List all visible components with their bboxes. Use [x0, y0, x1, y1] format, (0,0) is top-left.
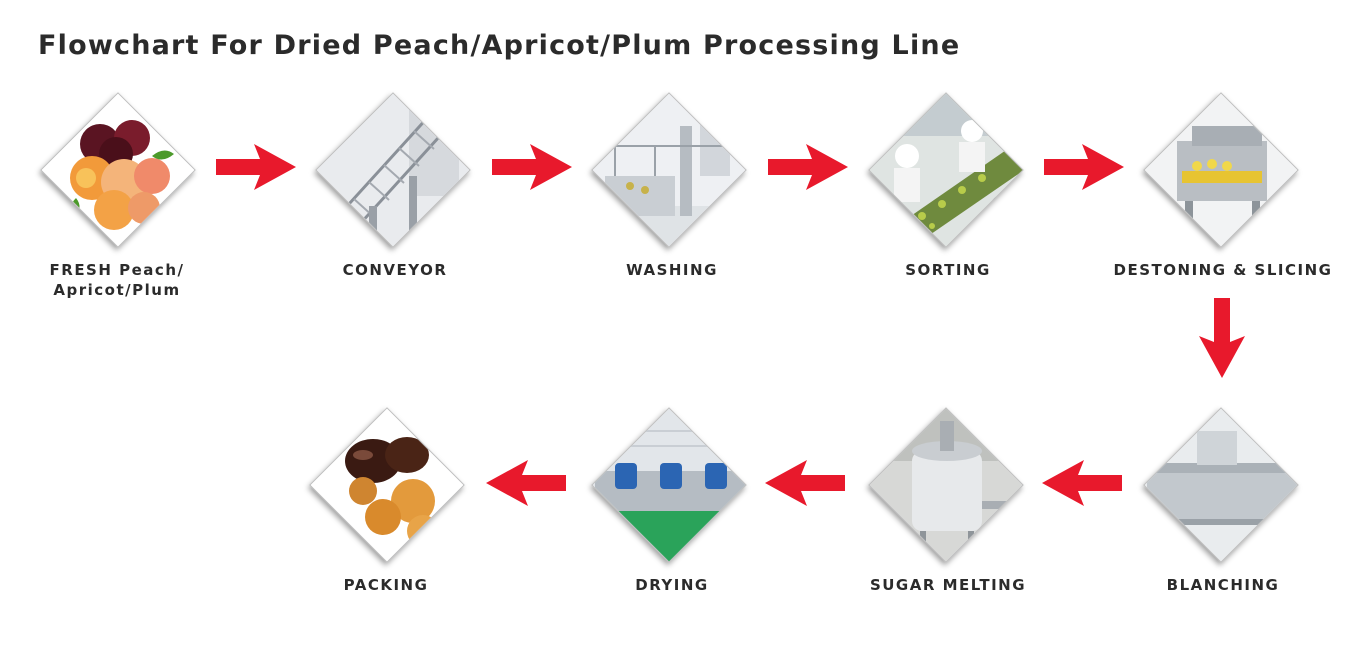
step-fresh-fruit-photo — [37, 89, 197, 249]
arrow-left-icon — [1042, 460, 1122, 506]
step-drying-photo — [588, 404, 748, 564]
arrow-right-icon — [492, 144, 572, 190]
arrow-left-icon — [765, 460, 845, 506]
arrow-right-icon — [216, 144, 296, 190]
step-destoning-photo — [1140, 89, 1300, 249]
step-sugar-melting-photo — [865, 404, 1025, 564]
step-conveyor-photo — [312, 89, 472, 249]
step-label-packing: PACKING — [343, 576, 429, 594]
arrow-down-icon — [1199, 298, 1245, 378]
arrow-left-icon — [486, 460, 566, 506]
arrow-right-icon — [768, 144, 848, 190]
step-label-washing: WASHING — [626, 261, 718, 279]
step-label-fresh-fruit: FRESH Peach/Apricot/Plum — [49, 261, 185, 299]
step-label-conveyor: CONVEYOR — [342, 261, 448, 279]
step-label-blanching: BLANCHING — [1166, 576, 1280, 594]
arrow-right-icon — [1044, 144, 1124, 190]
step-label-drying: DRYING — [635, 576, 709, 594]
step-label-sugar-melting: SUGAR MELTING — [869, 576, 1027, 594]
step-packing-photo — [306, 404, 466, 564]
step-label-destoning: DESTONING & SLICING — [1113, 261, 1333, 279]
step-washing-photo — [588, 89, 748, 249]
step-blanching-photo — [1140, 404, 1300, 564]
page-title: Flowchart For Dried Peach/Apricot/Plum P… — [38, 30, 961, 61]
step-sorting-photo — [865, 89, 1025, 249]
step-label-sorting: SORTING — [905, 261, 991, 279]
